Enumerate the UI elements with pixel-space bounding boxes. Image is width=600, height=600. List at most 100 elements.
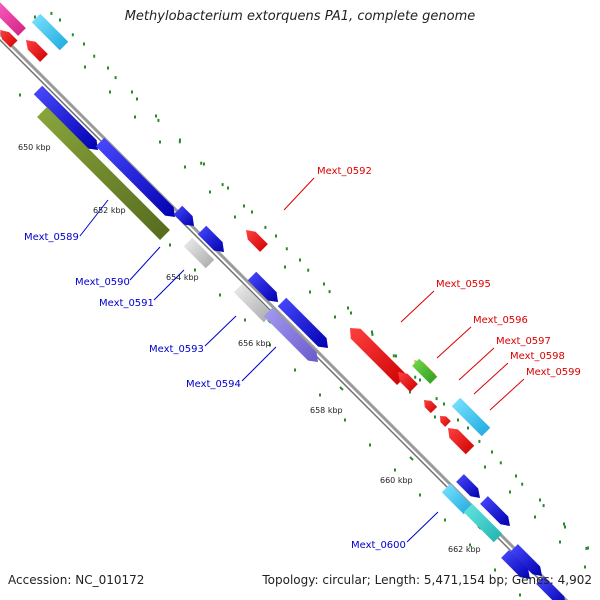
tick-dot <box>587 546 589 550</box>
gene-label: Mext_0596 <box>473 315 528 326</box>
tick-dot <box>251 210 253 214</box>
tick-dot <box>484 465 486 469</box>
leader-line <box>283 177 315 211</box>
gene-label: Mext_0600 <box>351 540 406 551</box>
scale-tick-label: 658 kbp <box>310 406 343 415</box>
tick-dot <box>467 426 469 430</box>
tick-dot <box>564 525 566 529</box>
tick-dot <box>294 368 296 372</box>
tick-dot <box>350 311 352 315</box>
gene-label: Mext_0598 <box>510 351 565 362</box>
gene-forward-blue <box>510 544 542 576</box>
gene-forward-blue <box>277 297 328 348</box>
gene-forward-blue <box>536 576 565 600</box>
gene-label: Mext_0597 <box>496 336 551 347</box>
tick-dot <box>319 393 321 397</box>
tick-dot <box>585 546 588 550</box>
leader-line <box>436 326 472 359</box>
tick-dot <box>409 390 411 394</box>
tick-dot <box>109 90 111 94</box>
gene-reverse-red <box>246 230 268 252</box>
gene-forward-gray <box>233 283 273 323</box>
gene-label: Mext_0593 <box>149 344 204 355</box>
tick-dot <box>203 162 205 166</box>
tick-dot <box>435 397 438 401</box>
scale-tick <box>339 386 344 391</box>
tick-dot <box>534 515 536 519</box>
tick-dot <box>563 522 565 526</box>
label-leader-lines <box>79 177 525 543</box>
tick-dot <box>584 565 586 569</box>
tick-dot <box>131 90 133 94</box>
tick-dot <box>227 186 229 190</box>
gene-forward-blue <box>197 225 224 252</box>
tick-dot <box>84 65 86 69</box>
tick-dot <box>457 418 459 422</box>
tick-dot <box>469 543 471 547</box>
gene-forward-blue <box>501 550 530 579</box>
scale-tick-label: 662 kbp <box>448 545 481 554</box>
gene-forward-blue <box>480 496 510 526</box>
tick-dot <box>444 518 446 522</box>
tick-dot <box>395 354 397 358</box>
leader-line <box>473 362 509 395</box>
tick-dot <box>323 282 325 286</box>
gene-forward-olive <box>37 107 170 240</box>
gene-reverse-red <box>26 40 48 62</box>
leader-line <box>241 346 277 382</box>
gene-reverse-red <box>440 416 451 427</box>
gene-reverse-red <box>398 372 418 392</box>
gene-label: Mext_0590 <box>75 277 130 288</box>
tick-dot <box>264 225 267 229</box>
tick-dot <box>539 498 541 502</box>
tick-dot <box>559 540 561 544</box>
tick-dot <box>515 474 517 478</box>
tick-dot <box>478 439 481 443</box>
gene-label: Mext_0599 <box>526 367 581 378</box>
tick-dot <box>414 375 417 379</box>
tick-dot <box>371 332 374 336</box>
tick-dot <box>71 33 74 37</box>
tick-dot <box>419 493 421 497</box>
tick-dot <box>347 306 349 310</box>
gene-forward-blue <box>95 137 175 217</box>
leader-line <box>79 199 109 237</box>
tick-dot <box>114 76 117 80</box>
gene-reverse-red <box>350 328 407 385</box>
tick-dot <box>419 378 421 382</box>
gene-forward-blue <box>247 271 278 302</box>
gene-features <box>0 2 565 600</box>
tick-dot <box>334 315 336 319</box>
leader-line <box>204 315 237 347</box>
tick-dot <box>83 42 85 46</box>
tick-dot <box>344 418 346 422</box>
gene-forward-cyan <box>441 483 473 515</box>
tick-dot <box>19 93 21 97</box>
scale-tick-label: 654 kbp <box>166 273 199 282</box>
gene-label: Mext_0591 <box>99 298 154 309</box>
scale-tick <box>409 456 414 461</box>
tick-dot <box>244 318 246 322</box>
gene-pink <box>0 2 26 36</box>
accession-text: Accession: NC_010172 <box>8 573 145 587</box>
scale-tick-label: 656 kbp <box>238 339 271 348</box>
leader-line <box>400 290 435 323</box>
tick-dot <box>155 114 157 118</box>
scale-tick-label: 652 kbp <box>93 206 126 215</box>
tick-dot <box>519 593 521 597</box>
gene-reverse-red <box>424 400 438 414</box>
tick-dot <box>234 215 236 219</box>
gene-forward-gray <box>183 237 215 269</box>
tick-dot <box>285 247 288 251</box>
leader-line <box>489 378 525 411</box>
leader-line <box>129 246 161 281</box>
tick-dot <box>34 15 36 19</box>
tick-dot <box>369 443 371 447</box>
tick-dot <box>178 140 181 144</box>
gene-label: Mext_0589 <box>24 232 79 243</box>
tick-dot <box>169 243 171 247</box>
tick-dot <box>491 450 493 454</box>
